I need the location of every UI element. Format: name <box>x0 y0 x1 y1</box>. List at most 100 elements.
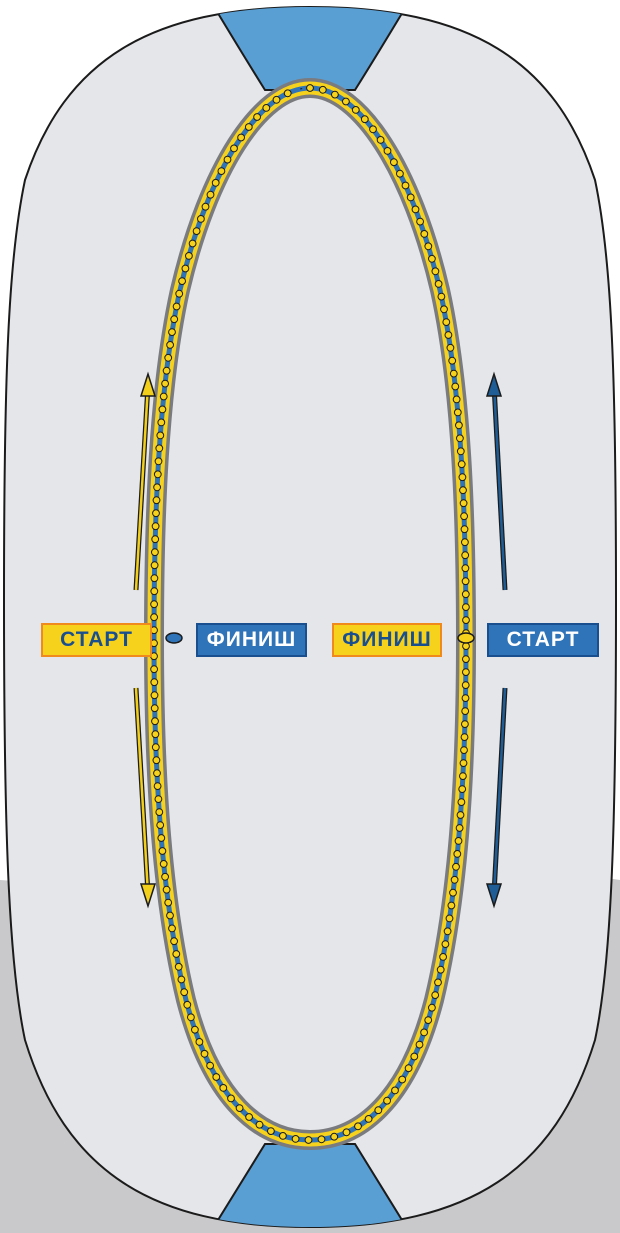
track-bead <box>452 862 460 871</box>
track-bead <box>383 1096 392 1105</box>
track-bead <box>404 1064 413 1073</box>
track-bead <box>455 421 463 430</box>
track-bead <box>454 837 463 845</box>
track-bead <box>151 743 160 752</box>
track-bead <box>235 1104 244 1112</box>
track-bead <box>369 125 377 134</box>
track-bead <box>255 1120 264 1129</box>
track-bead <box>211 178 220 187</box>
track-bead <box>462 668 470 676</box>
track-bead <box>458 473 467 482</box>
track-bead <box>461 707 470 715</box>
track-bead <box>164 898 173 907</box>
track-bead <box>461 590 470 599</box>
track-bead <box>291 1135 300 1143</box>
track-bead <box>457 798 466 806</box>
track-bead <box>151 522 160 531</box>
track-bead <box>462 655 470 663</box>
track-bead <box>158 847 167 855</box>
left-down-arrow <box>133 687 157 909</box>
track-bead <box>424 242 433 251</box>
track-bead <box>428 254 436 263</box>
track-bead <box>244 123 253 131</box>
track-bead <box>415 1040 424 1049</box>
track-bead <box>444 331 453 339</box>
track-bead <box>459 772 467 780</box>
track-bead <box>172 950 181 958</box>
track-bead <box>158 405 167 414</box>
race-track <box>143 77 477 1151</box>
track-bead <box>448 356 457 365</box>
track-bead <box>445 914 454 923</box>
track-bead <box>178 277 187 286</box>
track-bead <box>175 289 184 298</box>
track-bead <box>253 113 262 121</box>
track-bead <box>420 1028 429 1037</box>
track-bead <box>168 328 176 337</box>
track-bead <box>431 267 440 276</box>
track-bead <box>442 318 451 327</box>
track-bead <box>212 1073 221 1081</box>
right-up-arrow <box>485 371 508 591</box>
track-bead <box>440 305 448 314</box>
track-bead <box>376 136 385 144</box>
track-bead <box>227 1094 235 1103</box>
track-bead <box>342 97 350 106</box>
track-bead <box>237 133 246 142</box>
track-bead <box>153 769 161 778</box>
track-bead <box>390 158 398 167</box>
track-bead <box>436 965 445 974</box>
track-bead <box>151 535 160 544</box>
track-bead <box>461 538 469 547</box>
track-bead <box>161 872 170 881</box>
track-border <box>143 77 477 1151</box>
track-bead <box>262 104 271 112</box>
track-bead <box>434 978 442 987</box>
track-bead <box>449 888 457 897</box>
track-bead <box>411 205 420 214</box>
track-bead <box>155 808 164 816</box>
track-bead <box>458 785 467 793</box>
left-finish-label: ФИНИШ <box>196 623 307 657</box>
right-start-label: СТАРТ <box>487 623 599 657</box>
track-bead <box>180 988 189 997</box>
track-bead <box>461 694 470 702</box>
track-bead <box>166 911 174 920</box>
track-bead <box>331 90 339 99</box>
track-bead <box>219 1084 228 1092</box>
track-bead <box>245 1113 254 1121</box>
left-up-arrow <box>133 371 157 591</box>
track-bead <box>191 1025 199 1034</box>
track-bead <box>401 181 410 190</box>
track-bead <box>170 937 179 946</box>
track-bead <box>170 315 179 324</box>
track-bead <box>304 1136 313 1144</box>
bottom-blue-zone <box>208 1143 412 1227</box>
track-bead <box>150 691 159 700</box>
track-bead <box>153 782 162 790</box>
track-bead <box>181 264 190 273</box>
track-bead <box>434 280 443 288</box>
track-bead <box>306 84 314 92</box>
track-bead <box>317 1135 326 1144</box>
right-finish-marker <box>457 632 475 644</box>
track-bead <box>437 292 446 301</box>
track-bead <box>391 1086 399 1095</box>
track-bead <box>185 252 193 260</box>
track-bead <box>206 1061 215 1070</box>
right-finish-label: ФИНИШ <box>332 623 442 657</box>
track-bead <box>396 169 404 178</box>
track-bead <box>283 89 292 98</box>
track-bead <box>187 1013 195 1022</box>
track-bead <box>424 1016 433 1024</box>
track-bead <box>279 1132 287 1140</box>
track-bead <box>157 834 166 842</box>
track-bead <box>451 382 460 391</box>
track-bead <box>460 512 469 521</box>
track-bead <box>183 1000 192 1009</box>
track-bead <box>459 499 468 508</box>
track-bead <box>164 353 173 362</box>
track-bead <box>461 564 470 573</box>
track-bead <box>195 1038 204 1046</box>
